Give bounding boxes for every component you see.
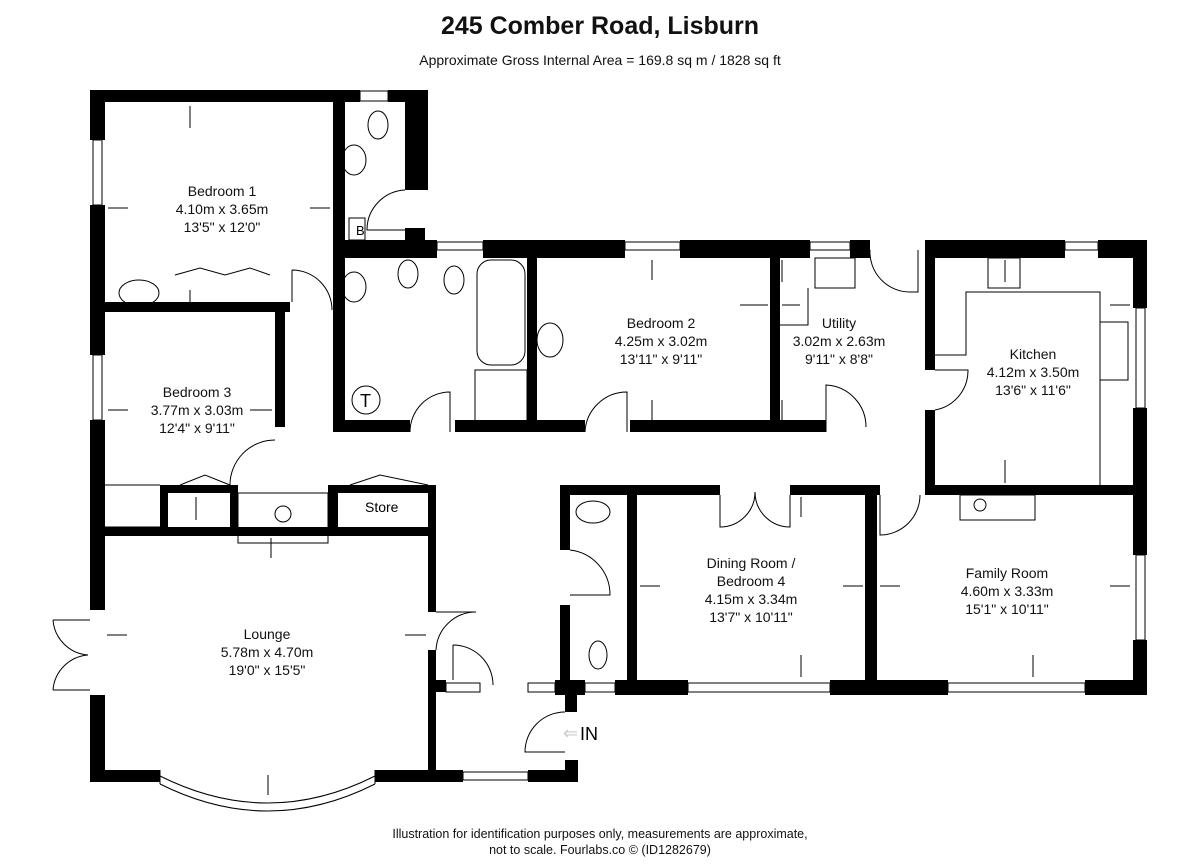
room-metric: 4.10m x 3.65m xyxy=(175,201,269,217)
doors xyxy=(52,189,969,753)
room-name: Kitchen xyxy=(1009,346,1057,362)
room-bedroom-2: Bedroom 2 4.25m x 3.02m 13'11" x 9'11" xyxy=(615,314,708,368)
room-name: Utility xyxy=(821,315,857,331)
room-imperial: 13'7" x 10'11" xyxy=(709,609,793,625)
basin-icon xyxy=(536,322,564,358)
shower-icon xyxy=(474,369,528,423)
room-metric: 3.77m x 3.03m xyxy=(150,402,244,418)
room-metric: 5.78m x 4.70m xyxy=(220,644,314,660)
room-family-room: Family Room 4.60m x 3.33m 15'1" x 10'11" xyxy=(961,564,1054,618)
basin-icon xyxy=(575,500,611,524)
room-name: Dining Room / xyxy=(706,555,796,571)
sink-icon xyxy=(1099,321,1129,381)
room-metric: 4.60m x 3.33m xyxy=(960,583,1054,599)
room-name: Bedroom 1 xyxy=(187,183,257,199)
disclaimer-line-1: Illustration for identification purposes… xyxy=(392,827,808,841)
fireplace-icon xyxy=(237,492,329,544)
gross-area: Approximate Gross Internal Area = 169.8 … xyxy=(419,52,781,68)
room-imperial: 12'4" x 9'11" xyxy=(159,420,235,436)
dimension-arrows xyxy=(107,106,1130,795)
disclaimer-line-2: not to scale. Fourlabs.co © (ID1282679) xyxy=(489,843,711,857)
room-utility: Utility 3.02m x 2.63m 9'11" x 8'8" xyxy=(793,314,886,368)
room-metric: 4.25m x 3.02m xyxy=(614,333,708,349)
toilet-icon xyxy=(397,259,419,289)
boiler-label: B xyxy=(356,223,365,238)
room-metric: 4.12m x 3.50m xyxy=(986,364,1080,380)
entrance-arrow-icon: ⇐ xyxy=(563,723,578,744)
basin-icon xyxy=(118,279,160,307)
tank-icon xyxy=(351,385,381,415)
toilet-icon xyxy=(443,265,465,295)
bath-icon xyxy=(476,259,526,366)
disclaimer: Illustration for identification purposes… xyxy=(0,826,1200,858)
room-imperial: 15'1" x 10'11" xyxy=(965,601,1049,617)
toilet-icon xyxy=(588,640,608,670)
basin-icon xyxy=(341,271,367,303)
room-imperial: 19'0" x 15'5" xyxy=(228,662,306,678)
room-lounge: Lounge 5.78m x 4.70m 19'0" x 15'5" xyxy=(221,625,314,679)
fireplace-icon xyxy=(959,494,1036,521)
plan-title: 245 Comber Road, Lisburn xyxy=(440,12,760,40)
basin-icon xyxy=(341,144,367,176)
room-name: Family Room xyxy=(965,565,1049,581)
room-name-line-2: Bedroom 4 xyxy=(716,573,786,589)
room-metric: 4.15m x 3.34m xyxy=(704,591,798,607)
room-name: Lounge xyxy=(243,626,291,642)
store-label: Store xyxy=(365,499,399,515)
room-bedroom-1: Bedroom 1 4.10m x 3.65m 13'5" x 12'0" xyxy=(176,182,269,236)
hob-icon xyxy=(987,257,1021,289)
sink-icon xyxy=(814,257,856,289)
room-imperial: 13'6" x 11'6" xyxy=(995,382,1071,398)
room-imperial: 13'11" x 9'11" xyxy=(619,351,703,367)
windows xyxy=(92,90,1146,812)
room-imperial: 13'5" x 12'0" xyxy=(183,219,261,235)
room-name: Bedroom 2 xyxy=(626,315,696,331)
toilet-icon xyxy=(367,110,389,140)
tank-label: T xyxy=(360,391,371,411)
room-name: Bedroom 3 xyxy=(162,384,232,400)
entrance-label: IN xyxy=(580,724,598,744)
room-dining-bedroom-4: Dining Room / Bedroom 4 4.15m x 3.34m 13… xyxy=(705,554,798,626)
room-imperial: 9'11" x 8'8" xyxy=(805,351,873,367)
room-kitchen: Kitchen 4.12m x 3.50m 13'6" x 11'6" xyxy=(987,345,1080,399)
fixtures xyxy=(105,110,1129,670)
walls xyxy=(90,90,1147,782)
room-metric: 3.02m x 2.63m xyxy=(792,333,886,349)
room-bedroom-3: Bedroom 3 3.77m x 3.03m 12'4" x 9'11" xyxy=(151,383,244,437)
